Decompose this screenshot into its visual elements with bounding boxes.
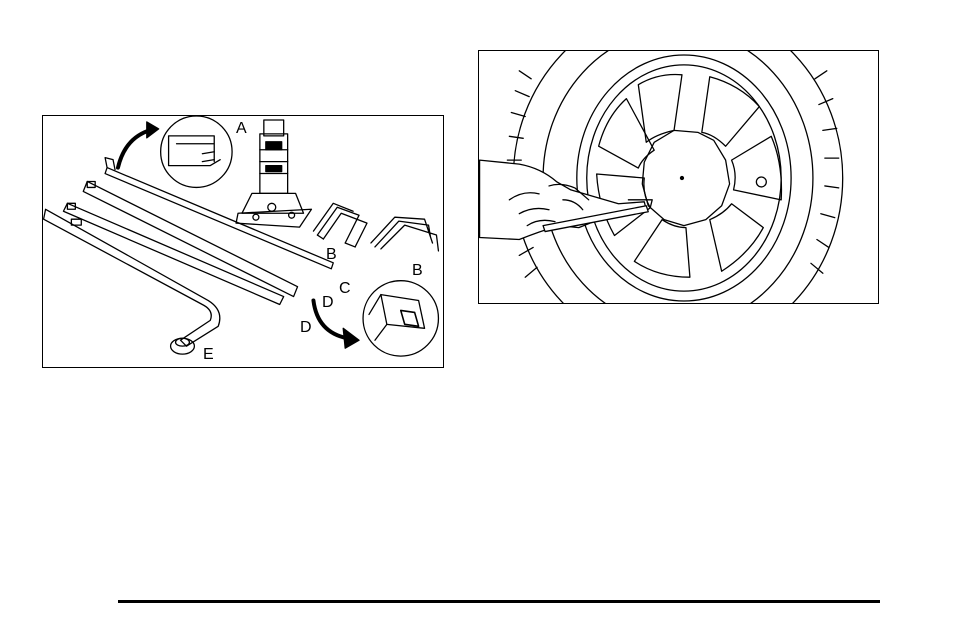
jack-tools-illustration: A B B C D D E <box>42 115 444 368</box>
arrow-top-icon <box>118 130 151 168</box>
label-b-right: B <box>412 263 423 279</box>
wheel-drawing <box>479 51 878 303</box>
wheel-block-left <box>313 203 367 247</box>
detail-circle-top <box>161 116 232 187</box>
label-c: C <box>339 281 351 297</box>
label-d-lower: D <box>300 320 312 336</box>
tire-outer <box>513 51 842 303</box>
label-d-upper: D <box>322 295 334 311</box>
wheel-block-right <box>371 217 438 251</box>
jack-tools-drawing <box>43 116 443 367</box>
wheel-cover-removal-illustration <box>478 50 879 304</box>
label-e: E <box>203 347 214 363</box>
extension-rod-d1 <box>83 181 297 296</box>
footer-rule <box>118 600 880 603</box>
detail-circle-bottom <box>363 281 438 356</box>
center-cap <box>642 130 729 225</box>
hands-with-tool <box>480 160 653 239</box>
label-a: A <box>236 121 247 137</box>
jack-icon <box>236 120 311 227</box>
label-b-left: B <box>326 247 337 263</box>
tire-inner <box>543 51 813 303</box>
